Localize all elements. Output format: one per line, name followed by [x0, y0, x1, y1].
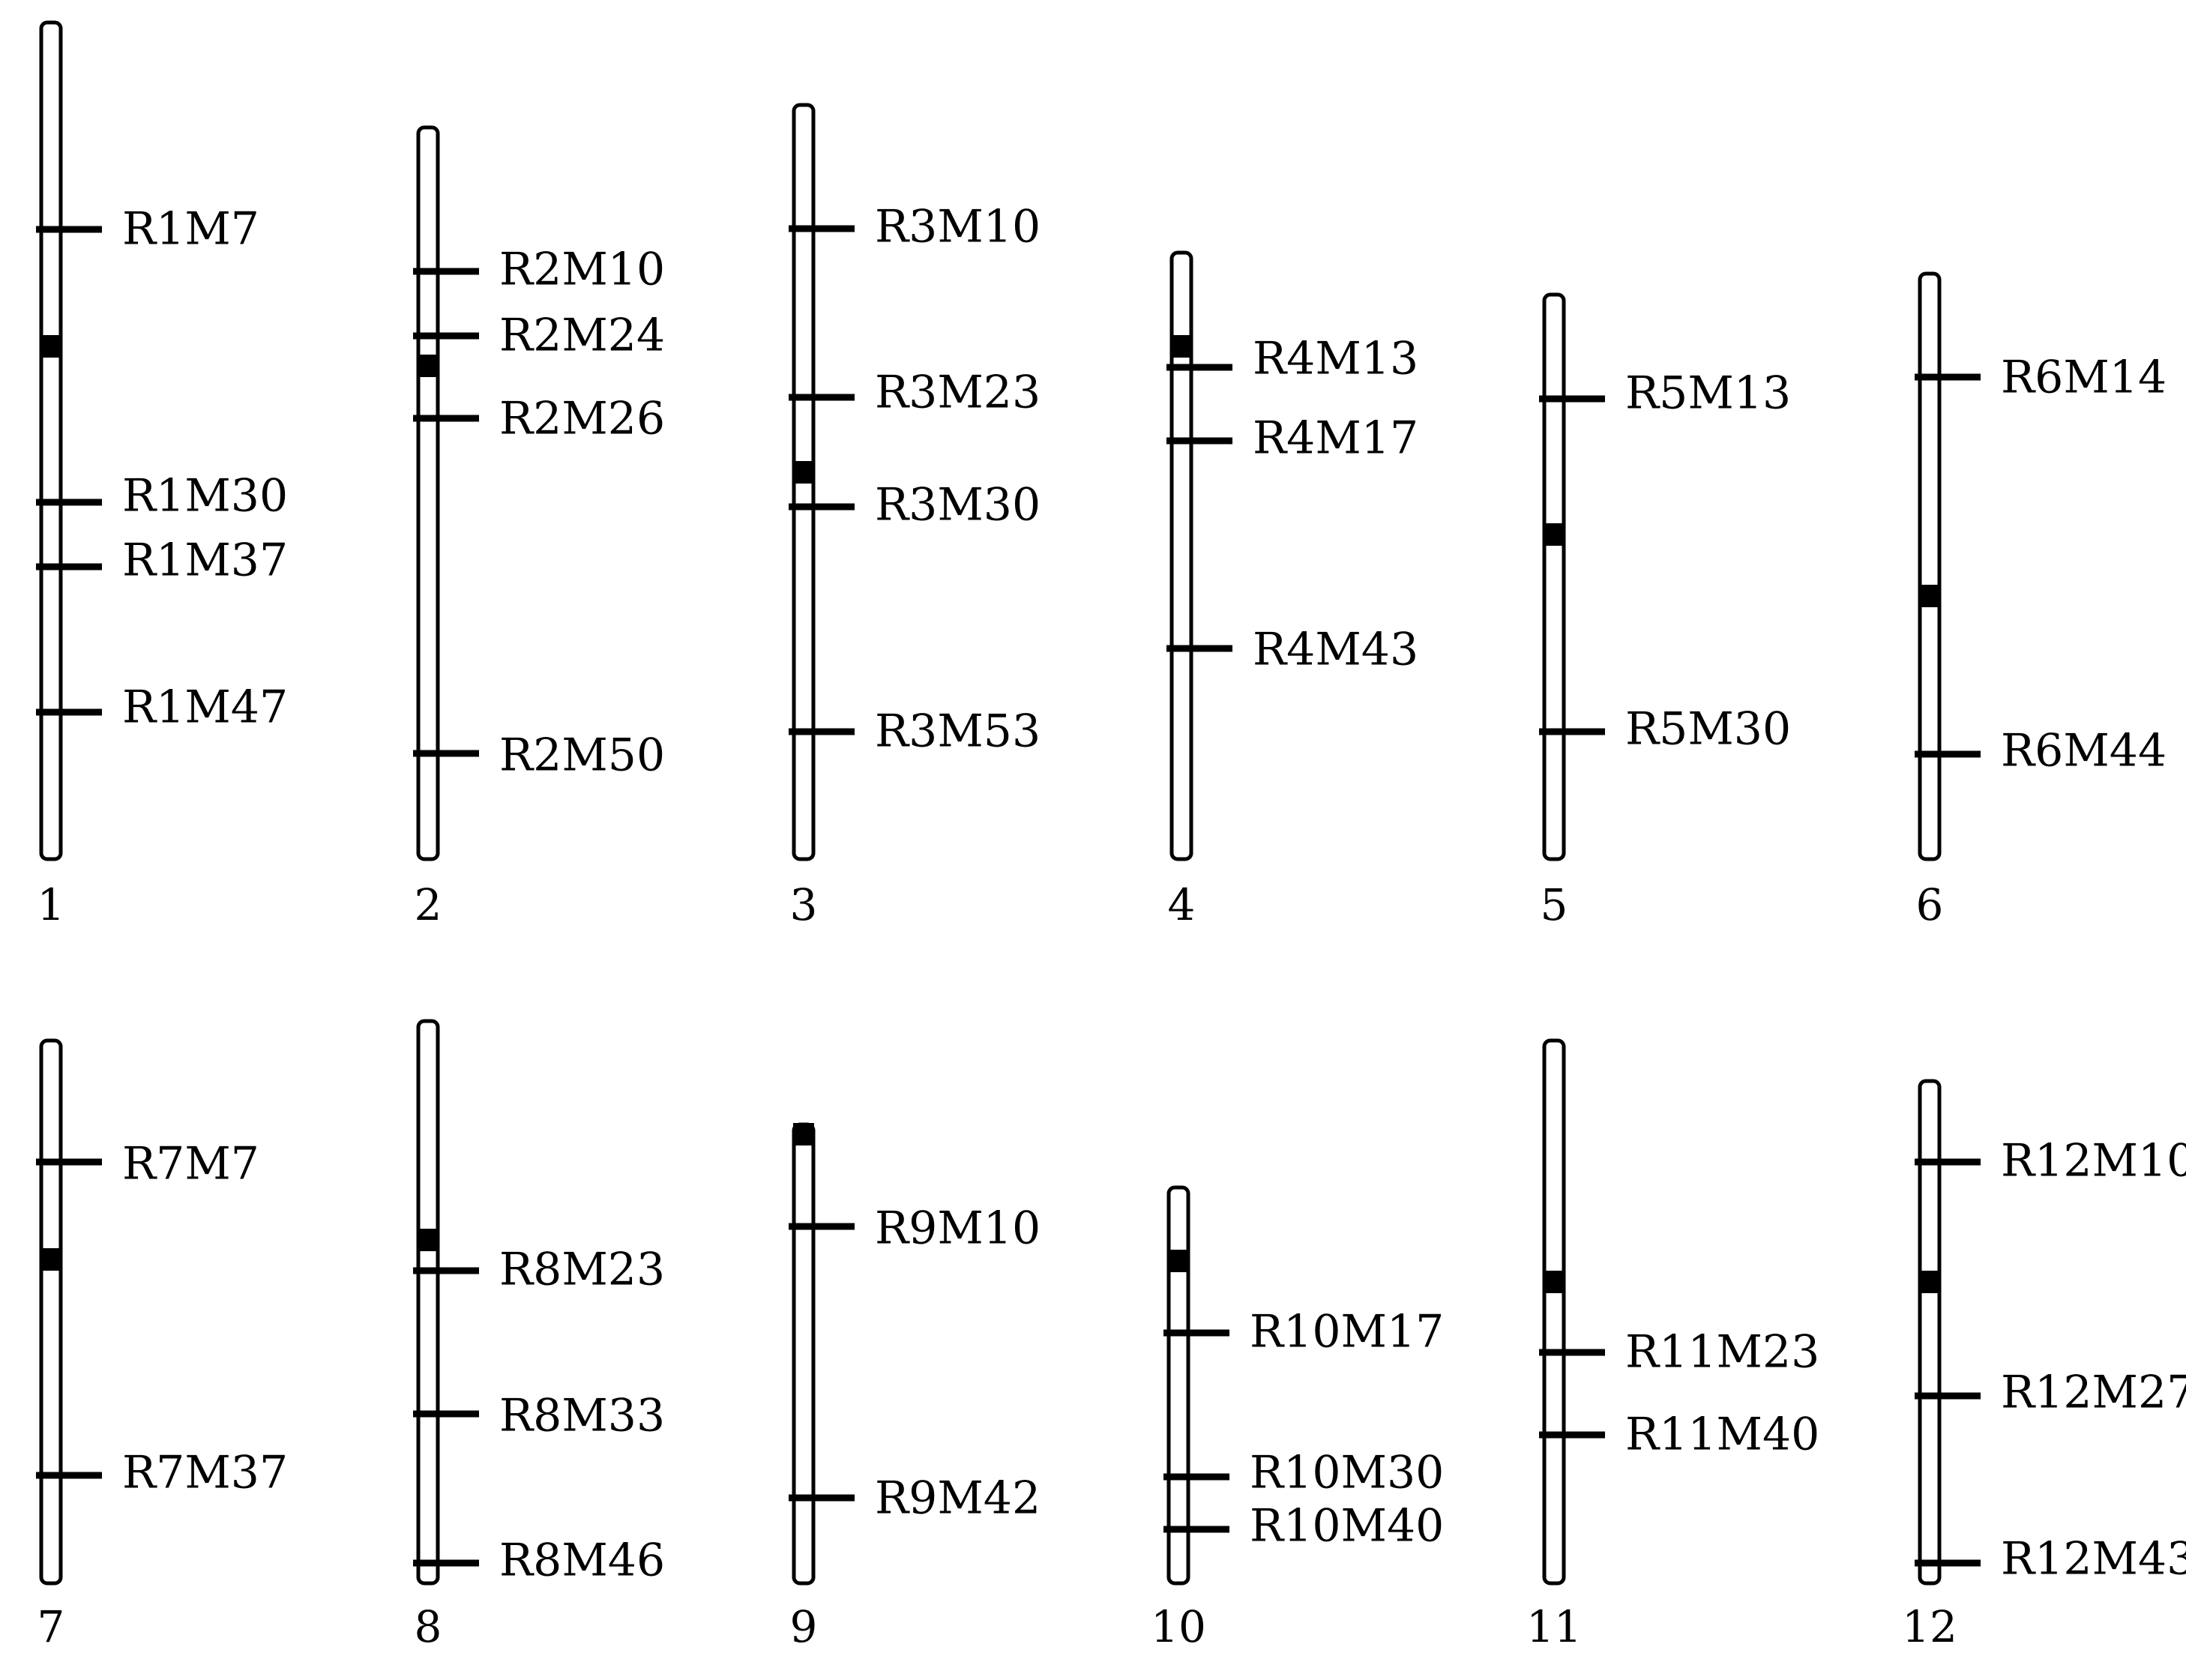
chromosome-body	[39, 1038, 63, 1586]
centromere-marker	[418, 355, 439, 377]
marker-label: R1M7	[122, 203, 259, 256]
chromosome-number: 2	[415, 879, 442, 930]
marker-label: R2M24	[499, 310, 665, 362]
marker-label: R11M23	[1625, 1326, 1819, 1379]
marker-label: R5M13	[1625, 367, 1791, 420]
marker-label: R1M47	[122, 681, 288, 734]
marker-label: R2M10	[499, 244, 665, 296]
chromosome-body	[416, 125, 440, 861]
marker-label: R8M23	[499, 1244, 665, 1296]
marker-label: R7M37	[122, 1447, 288, 1499]
chromosome-body	[1918, 271, 1942, 861]
marker-label: R1M30	[122, 470, 288, 523]
chromosome-number: 11	[1526, 1601, 1582, 1652]
marker-label: R9M42	[875, 1472, 1041, 1525]
centromere-marker	[40, 1248, 61, 1271]
marker-label: R9M10	[875, 1202, 1041, 1255]
marker-label: R3M10	[875, 201, 1041, 253]
chromosome-body	[1542, 1038, 1566, 1586]
centromere-marker	[1544, 523, 1565, 546]
marker-label: R4M43	[1253, 624, 1418, 676]
chromosome-number: 12	[1902, 1601, 1957, 1652]
chromosome-body	[1169, 250, 1193, 861]
centromere-marker	[418, 1229, 439, 1251]
marker-label: R4M13	[1253, 333, 1418, 385]
marker-label: R3M23	[875, 367, 1041, 419]
chromosome-number: 9	[790, 1601, 818, 1652]
marker-label: R11M40	[1625, 1409, 1819, 1461]
chromosome-number: 3	[790, 879, 818, 930]
marker-label: R3M53	[875, 705, 1041, 758]
chromosome-body	[416, 1019, 440, 1586]
centromere-marker	[40, 335, 61, 358]
marker-label: R8M46	[499, 1535, 665, 1587]
chromosome-body	[1166, 1185, 1190, 1586]
marker-label: R10M40	[1250, 1500, 1444, 1553]
chromosome-body	[39, 20, 63, 861]
marker-label: R10M17	[1250, 1306, 1444, 1358]
centromere-marker	[1544, 1271, 1565, 1293]
chromosome-body	[1918, 1079, 1942, 1586]
chromosome-number: 4	[1168, 879, 1196, 930]
marker-label: R6M14	[2001, 352, 2167, 404]
chromosome-number: 10	[1151, 1601, 1206, 1652]
marker-label: R4M17	[1253, 412, 1418, 465]
marker-label: R8M33	[499, 1390, 665, 1442]
chromosome-number: 5	[1541, 879, 1568, 930]
marker-label: R2M26	[499, 393, 665, 445]
marker-label: R3M30	[875, 479, 1041, 532]
centromere-marker	[1168, 1250, 1189, 1272]
marker-label: R12M43	[2001, 1533, 2186, 1586]
chromosome-number: 8	[415, 1601, 442, 1652]
centromere-marker	[1919, 585, 1940, 607]
centromere-marker	[793, 461, 814, 484]
marker-label: R12M27	[2001, 1367, 2186, 1419]
marker-label: R7M7	[122, 1138, 259, 1190]
marker-label: R2M50	[499, 729, 665, 782]
centromere-marker	[1171, 335, 1192, 358]
marker-label: R12M10	[2001, 1135, 2186, 1187]
chromosome-number: 7	[37, 1601, 65, 1652]
chromosome-number: 1	[37, 879, 65, 930]
chromosome-number: 6	[1916, 879, 1944, 930]
chromosome-body	[1542, 292, 1566, 861]
centromere-marker	[793, 1123, 814, 1145]
marker-label: R1M37	[122, 535, 288, 587]
chromosome-body	[792, 1122, 816, 1586]
marker-label: R5M30	[1625, 703, 1791, 756]
marker-label: R10M30	[1250, 1447, 1444, 1499]
marker-label: R6M44	[2001, 725, 2167, 777]
centromere-marker	[1919, 1271, 1940, 1293]
